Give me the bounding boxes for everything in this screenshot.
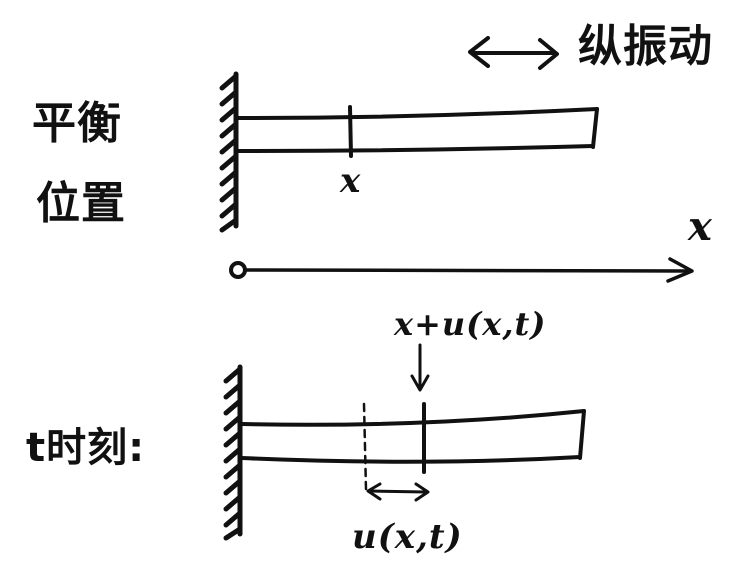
time-t-label: t时刻:: [26, 425, 146, 471]
x-axis-arrow: [244, 268, 690, 273]
vibration-label: 纵振动: [578, 21, 713, 72]
rod-top-section-mark: [348, 105, 353, 158]
wall-top: [219, 71, 239, 233]
axis-label: x: [688, 203, 713, 250]
rod-bottom: [240, 409, 586, 464]
displacement-arrow: [368, 489, 428, 494]
equilibrium-label-line2: 位置: [36, 178, 126, 229]
displaced-position-label: x+u(x,t): [394, 305, 547, 343]
equilibrium-label-line1: 平衡: [32, 98, 122, 149]
double-arrow-icon: [468, 36, 559, 70]
displacement-arrowhead-left: [366, 482, 382, 501]
displacement-label: u(x,t): [352, 517, 463, 557]
wall-bottom: [223, 364, 243, 541]
original-position-dashed: [362, 402, 368, 492]
x-axis-arrowhead: [666, 257, 694, 283]
pointer-arrowhead: [410, 374, 430, 392]
axis-origin: [229, 261, 247, 279]
rod-top: [236, 107, 599, 153]
x-mark-label: x: [340, 161, 362, 201]
displacement-arrowhead-right: [414, 482, 430, 502]
